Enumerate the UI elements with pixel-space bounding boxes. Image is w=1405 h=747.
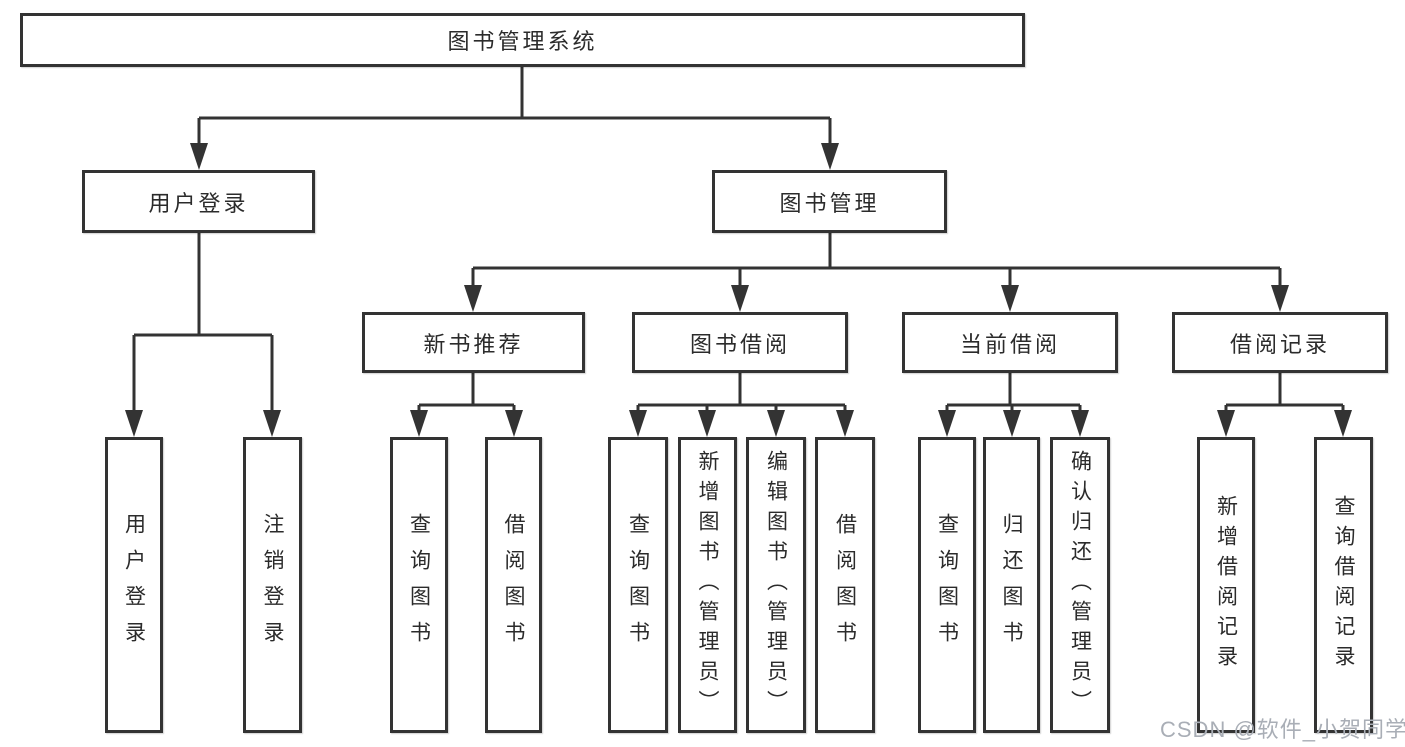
node-logout-operation: 注销登录 [243,437,302,733]
node-cb-search-books-label: 查询图书 [935,513,959,657]
node-new-book-recommend-label: 新书推荐 [423,331,524,357]
node-book-management-label: 图书管理 [779,190,880,216]
node-cb-confirm-return-admin: 确认归还（管理员） [1050,437,1110,733]
node-bb-add-books-admin: 新增图书（管理员） [678,437,737,733]
node-br-search-record-label: 查询借阅记录 [1332,495,1355,675]
node-current-borrowing-label: 当前借阅 [959,331,1060,357]
node-login-operation: 用户登录 [105,437,163,733]
connector-path [132,67,1345,412]
node-nbr-search-books: 查询图书 [390,437,448,733]
node-current-borrowing: 当前借阅 [902,312,1118,373]
node-book-borrowing-label: 图书借阅 [689,331,790,357]
node-bb-search-books-label: 查询图书 [626,513,650,657]
node-cb-search-books: 查询图书 [918,437,976,733]
node-bb-borrow-books-label: 借阅图书 [833,513,857,657]
watermark: CSDN @软件_小贺同学 [1160,717,1405,742]
node-cb-return-books-label: 归还图书 [1000,513,1023,657]
node-nbr-borrow-books-label: 借阅图书 [502,513,525,657]
node-cb-return-books: 归还图书 [983,437,1040,733]
node-book-management: 图书管理 [712,170,947,233]
node-br-add-record-label: 新增借阅记录 [1214,495,1238,675]
node-nbr-borrow-books: 借阅图书 [485,437,542,733]
node-new-book-recommend: 新书推荐 [362,312,585,373]
node-bb-borrow-books: 借阅图书 [815,437,875,733]
node-borrowing-records: 借阅记录 [1172,312,1388,373]
node-book-borrowing: 图书借阅 [632,312,848,373]
node-user-login-label: 用户登录 [148,190,249,216]
node-user-login: 用户登录 [82,170,315,233]
node-bb-add-books-admin-label: 新增图书（管理员） [696,450,719,720]
node-br-add-record: 新增借阅记录 [1197,437,1255,733]
node-root: 图书管理系统 [20,13,1025,67]
node-nbr-search-books-label: 查询图书 [407,513,431,657]
node-login-operation-label: 用户登录 [122,513,146,657]
node-borrowing-records-label: 借阅记录 [1229,331,1330,357]
node-logout-operation-label: 注销登录 [261,513,284,657]
node-br-search-record: 查询借阅记录 [1314,437,1373,733]
node-cb-confirm-return-admin-label: 确认归还（管理员） [1068,450,1092,720]
arrowheads [125,143,1352,437]
node-bb-edit-books-admin-label: 编辑图书（管理员） [764,450,788,720]
node-bb-edit-books-admin: 编辑图书（管理员） [746,437,806,733]
node-bb-search-books: 查询图书 [608,437,668,733]
node-root-label: 图书管理系统 [447,29,598,54]
